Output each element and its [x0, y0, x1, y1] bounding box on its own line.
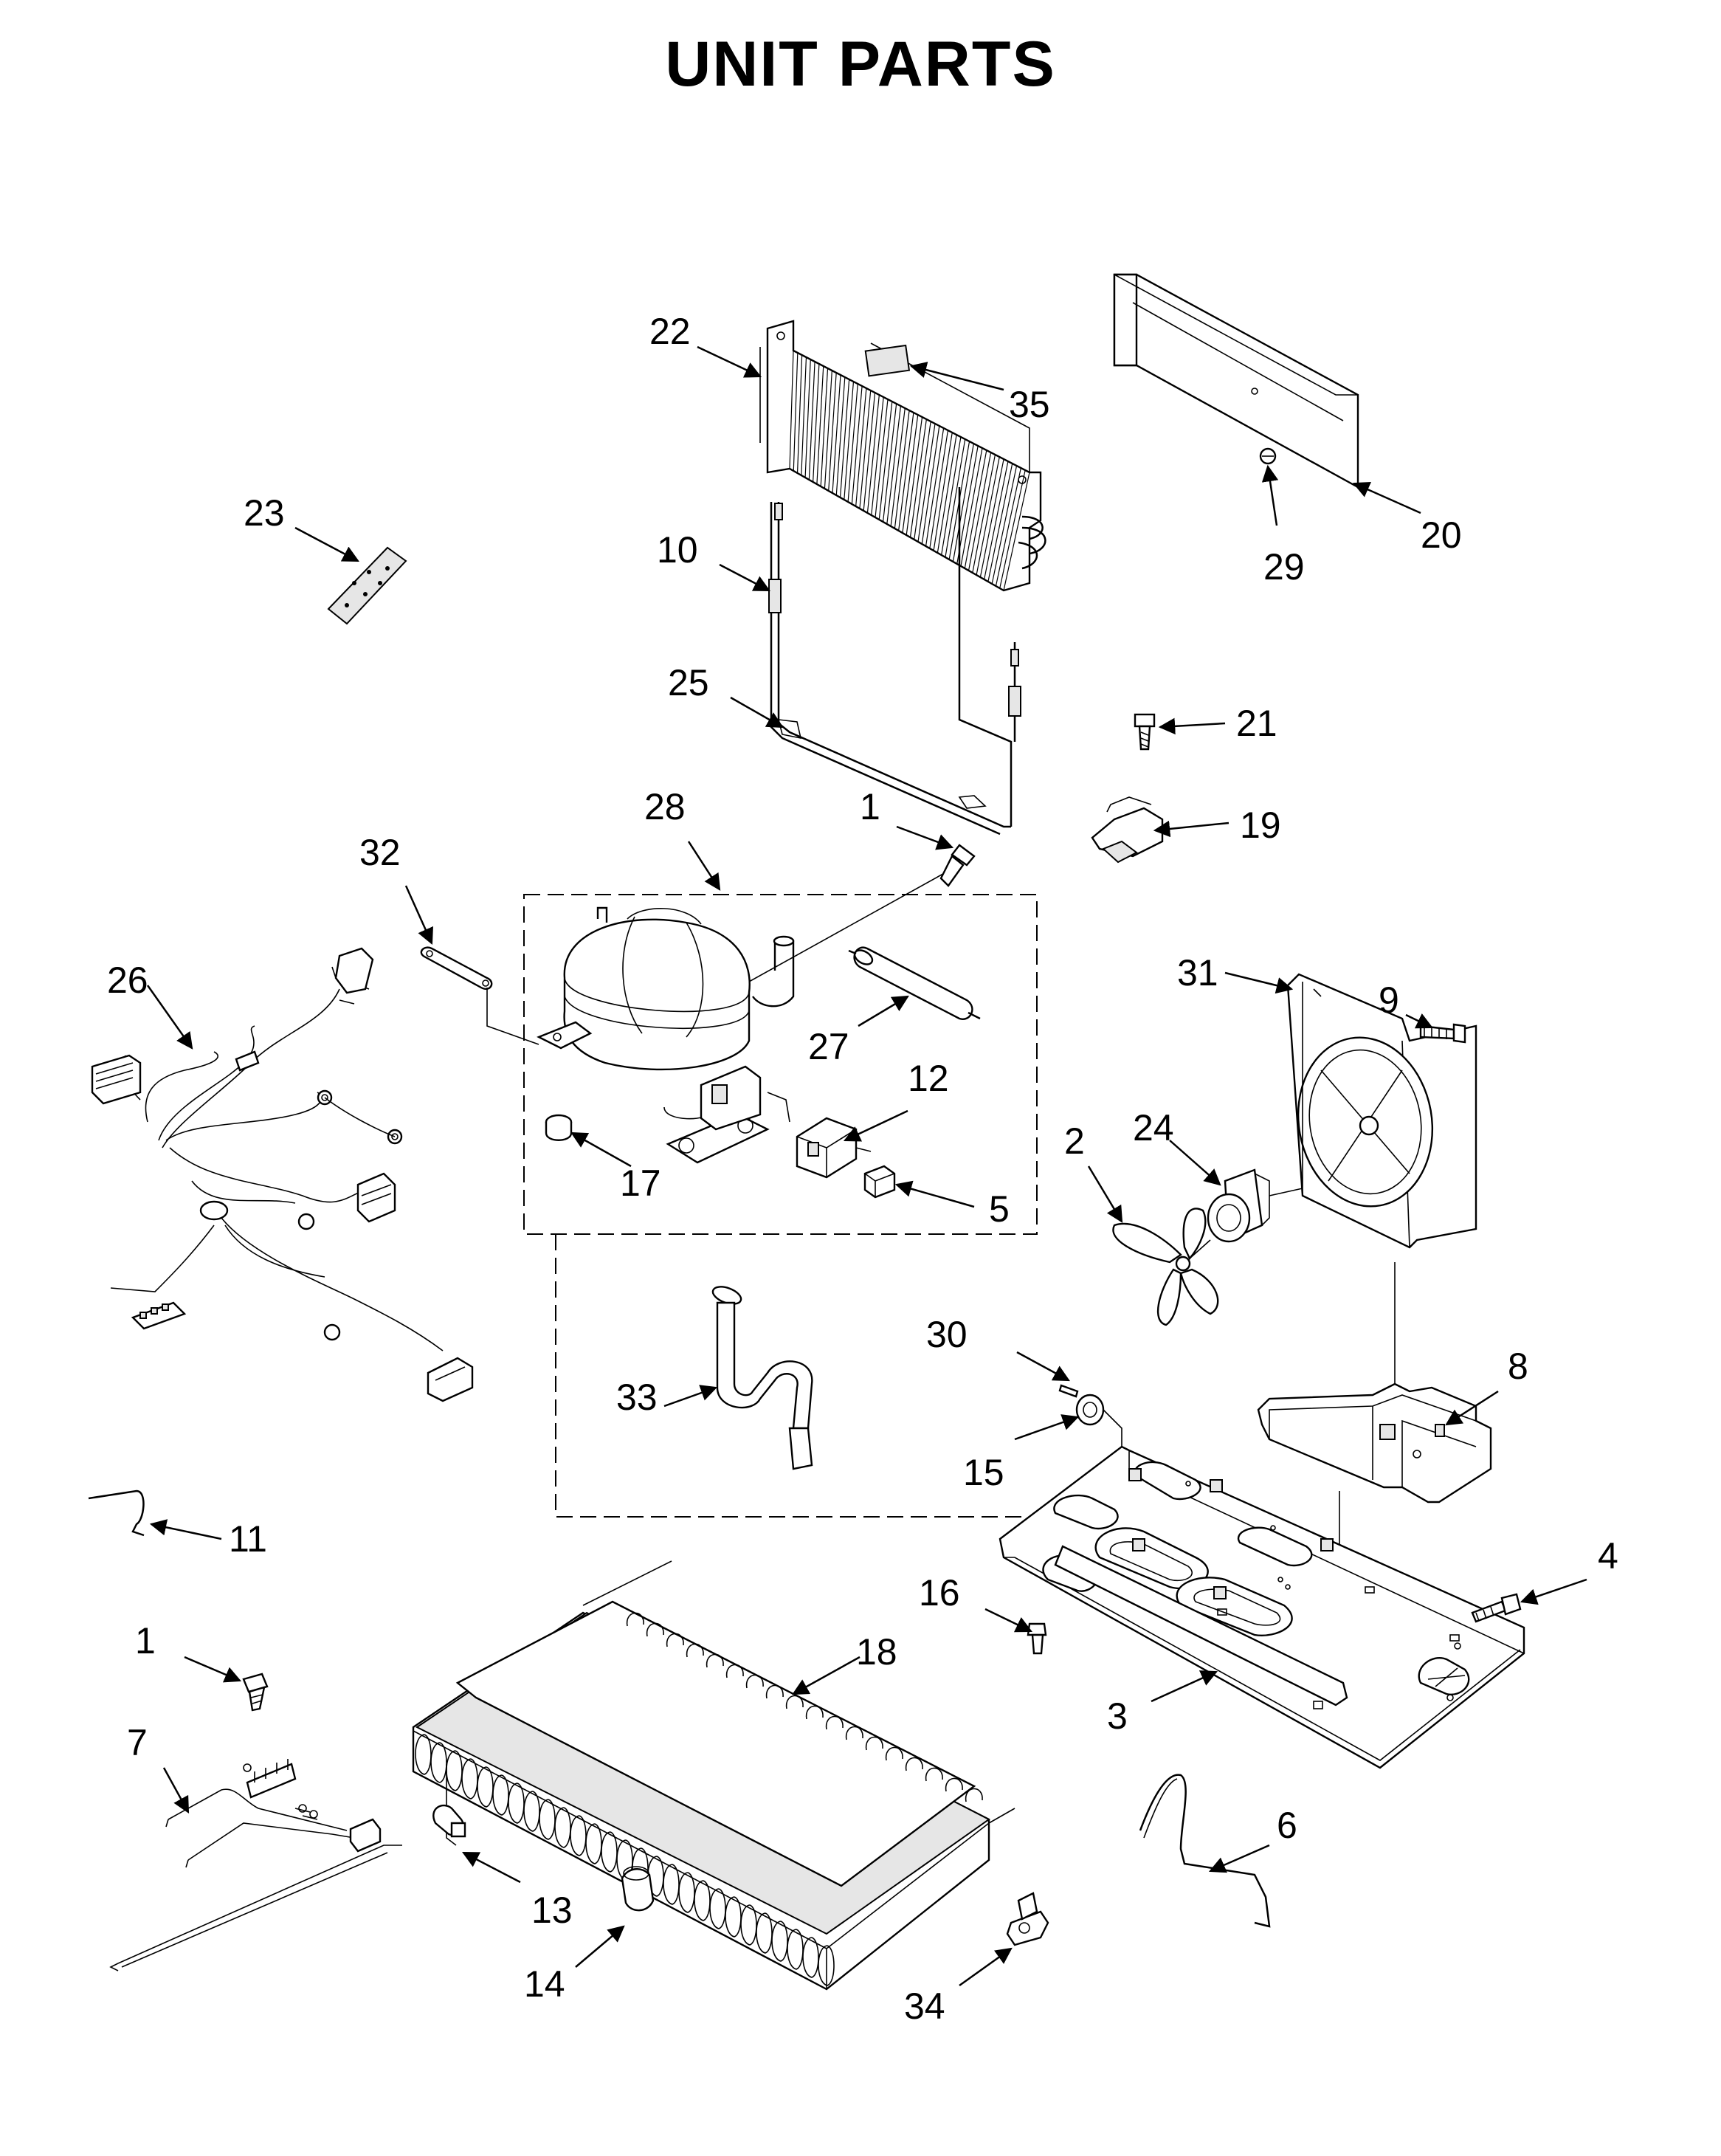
part-condenser [759, 320, 1046, 592]
part-grommet-17 [545, 1114, 573, 1141]
part-drier-27 [848, 946, 981, 1020]
part-tubing [768, 487, 1021, 836]
callout-23: 23 [244, 492, 285, 534]
callout-17: 17 [620, 1163, 661, 1204]
page-title: UNIT PARTS [665, 29, 1056, 100]
part-fan-motor [1207, 1168, 1303, 1243]
part-screw-9 [1419, 1023, 1466, 1044]
part-wire-clip-6 [1139, 1774, 1271, 1928]
part-fan-blade [1112, 1208, 1219, 1326]
part-wiring-7 [109, 1759, 402, 1971]
part-compressor [537, 906, 795, 1164]
part-pin-30 [1058, 1384, 1079, 1398]
part-sleeve-14 [621, 1866, 655, 1912]
part-fan-shroud [1286, 973, 1477, 1249]
leader-lines [146, 345, 1587, 1987]
callout-19: 19 [1240, 805, 1281, 846]
callout-14: 14 [524, 1963, 565, 2005]
callout-28: 28 [644, 786, 686, 827]
callout-24: 24 [1133, 1107, 1174, 1148]
part-control-board [327, 546, 407, 625]
callout-27: 27 [808, 1026, 849, 1067]
callout-7: 7 [127, 1722, 148, 1763]
callout-13: 13 [531, 1890, 573, 1931]
callout-15: 15 [963, 1452, 1004, 1493]
callout-3: 3 [1107, 1695, 1128, 1737]
part-drain-tube [711, 1286, 813, 1470]
callout-29: 29 [1263, 546, 1305, 588]
part-bracket-32 [420, 946, 539, 1045]
callout-8: 8 [1508, 1346, 1528, 1387]
part-screw-4 [1471, 1593, 1522, 1623]
callout-25: 25 [668, 662, 709, 703]
callout-32: 32 [359, 832, 401, 873]
callout-12: 12 [908, 1058, 949, 1099]
callout-11: 11 [229, 1518, 267, 1560]
part-bracket-8 [1257, 1382, 1492, 1504]
callout-5: 5 [989, 1188, 1010, 1230]
callout-1-bottom: 1 [135, 1620, 156, 1661]
part-screw-29 [1259, 447, 1277, 465]
callout-26: 26 [107, 960, 148, 1001]
part-screw-1-bottom [242, 1673, 269, 1712]
callout-9: 9 [1379, 979, 1399, 1021]
callout-21: 21 [1236, 703, 1277, 744]
callout-10: 10 [657, 529, 698, 571]
callout-35: 35 [1009, 384, 1050, 425]
callout-33: 33 [616, 1377, 658, 1418]
callout-18: 18 [856, 1631, 897, 1673]
part-part-34 [1006, 1892, 1049, 1946]
callout-2: 2 [1064, 1120, 1085, 1162]
callout-16: 16 [919, 1572, 960, 1613]
part-bushing-15 [1075, 1394, 1122, 1450]
part-evaporator [412, 1560, 1015, 1991]
part-clip-13 [432, 1804, 466, 1838]
part-relay-12 [796, 1117, 872, 1179]
part-capacitor-5 [863, 1165, 896, 1199]
callout-34: 34 [904, 1985, 945, 2027]
part-cover-box [1113, 273, 1359, 489]
callout-6: 6 [1277, 1805, 1297, 1846]
part-screw-21 [1134, 713, 1156, 751]
part-base-plate [999, 1445, 1525, 1769]
callout-20: 20 [1421, 514, 1462, 556]
callout-labels: 22 35 20 29 23 10 25 21 19 1 28 32 26 27… [107, 311, 1618, 2027]
part-clamp-19 [1091, 796, 1164, 864]
part-label-35 [864, 344, 911, 377]
callout-1-top: 1 [860, 786, 880, 827]
callout-4: 4 [1598, 1535, 1618, 1577]
callout-22: 22 [649, 311, 691, 352]
callout-30: 30 [926, 1314, 968, 1355]
part-screw-1-top [939, 844, 976, 887]
part-wire-harness [91, 947, 474, 1402]
part-clip-11 [88, 1489, 145, 1537]
callout-31: 31 [1177, 952, 1218, 993]
part-screw-16 [1027, 1622, 1047, 1655]
